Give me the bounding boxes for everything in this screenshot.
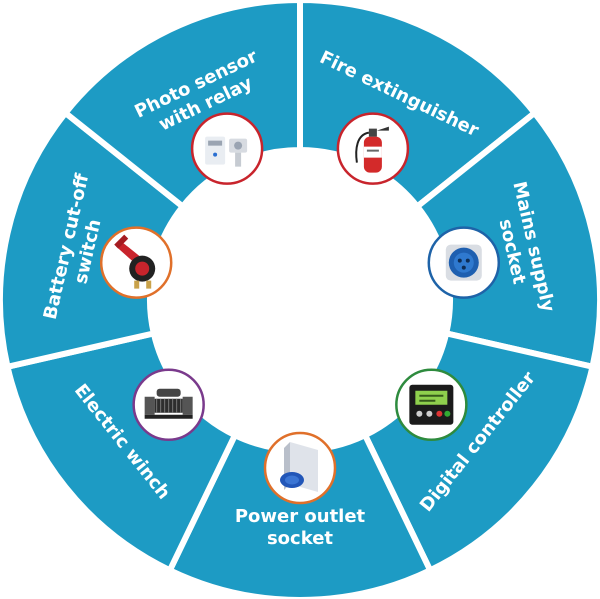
equipment-badge (190, 112, 264, 185)
digital-controller-icon (409, 384, 454, 425)
battery-cutoff-switch-icon (114, 234, 156, 289)
equipment-badge (427, 226, 501, 299)
equipment-badges (99, 112, 501, 505)
center-disc (148, 148, 452, 452)
badge-ring (190, 112, 264, 185)
industrial-socket-icon (445, 244, 482, 281)
segment-label-line: socket (267, 528, 333, 549)
photo-sensor-relay-icon (205, 136, 248, 167)
fire-extinguisher-icon (355, 126, 389, 173)
equipment-badge (336, 112, 410, 185)
segment-label-line: Power outlet (235, 506, 366, 527)
equipment-badge (132, 368, 205, 441)
equipment-badge (263, 431, 337, 505)
equipment-badge (99, 226, 173, 299)
equipment-badge (395, 368, 468, 441)
electric-winch-icon (144, 388, 193, 419)
power-outlet-socket-icon (280, 442, 318, 492)
